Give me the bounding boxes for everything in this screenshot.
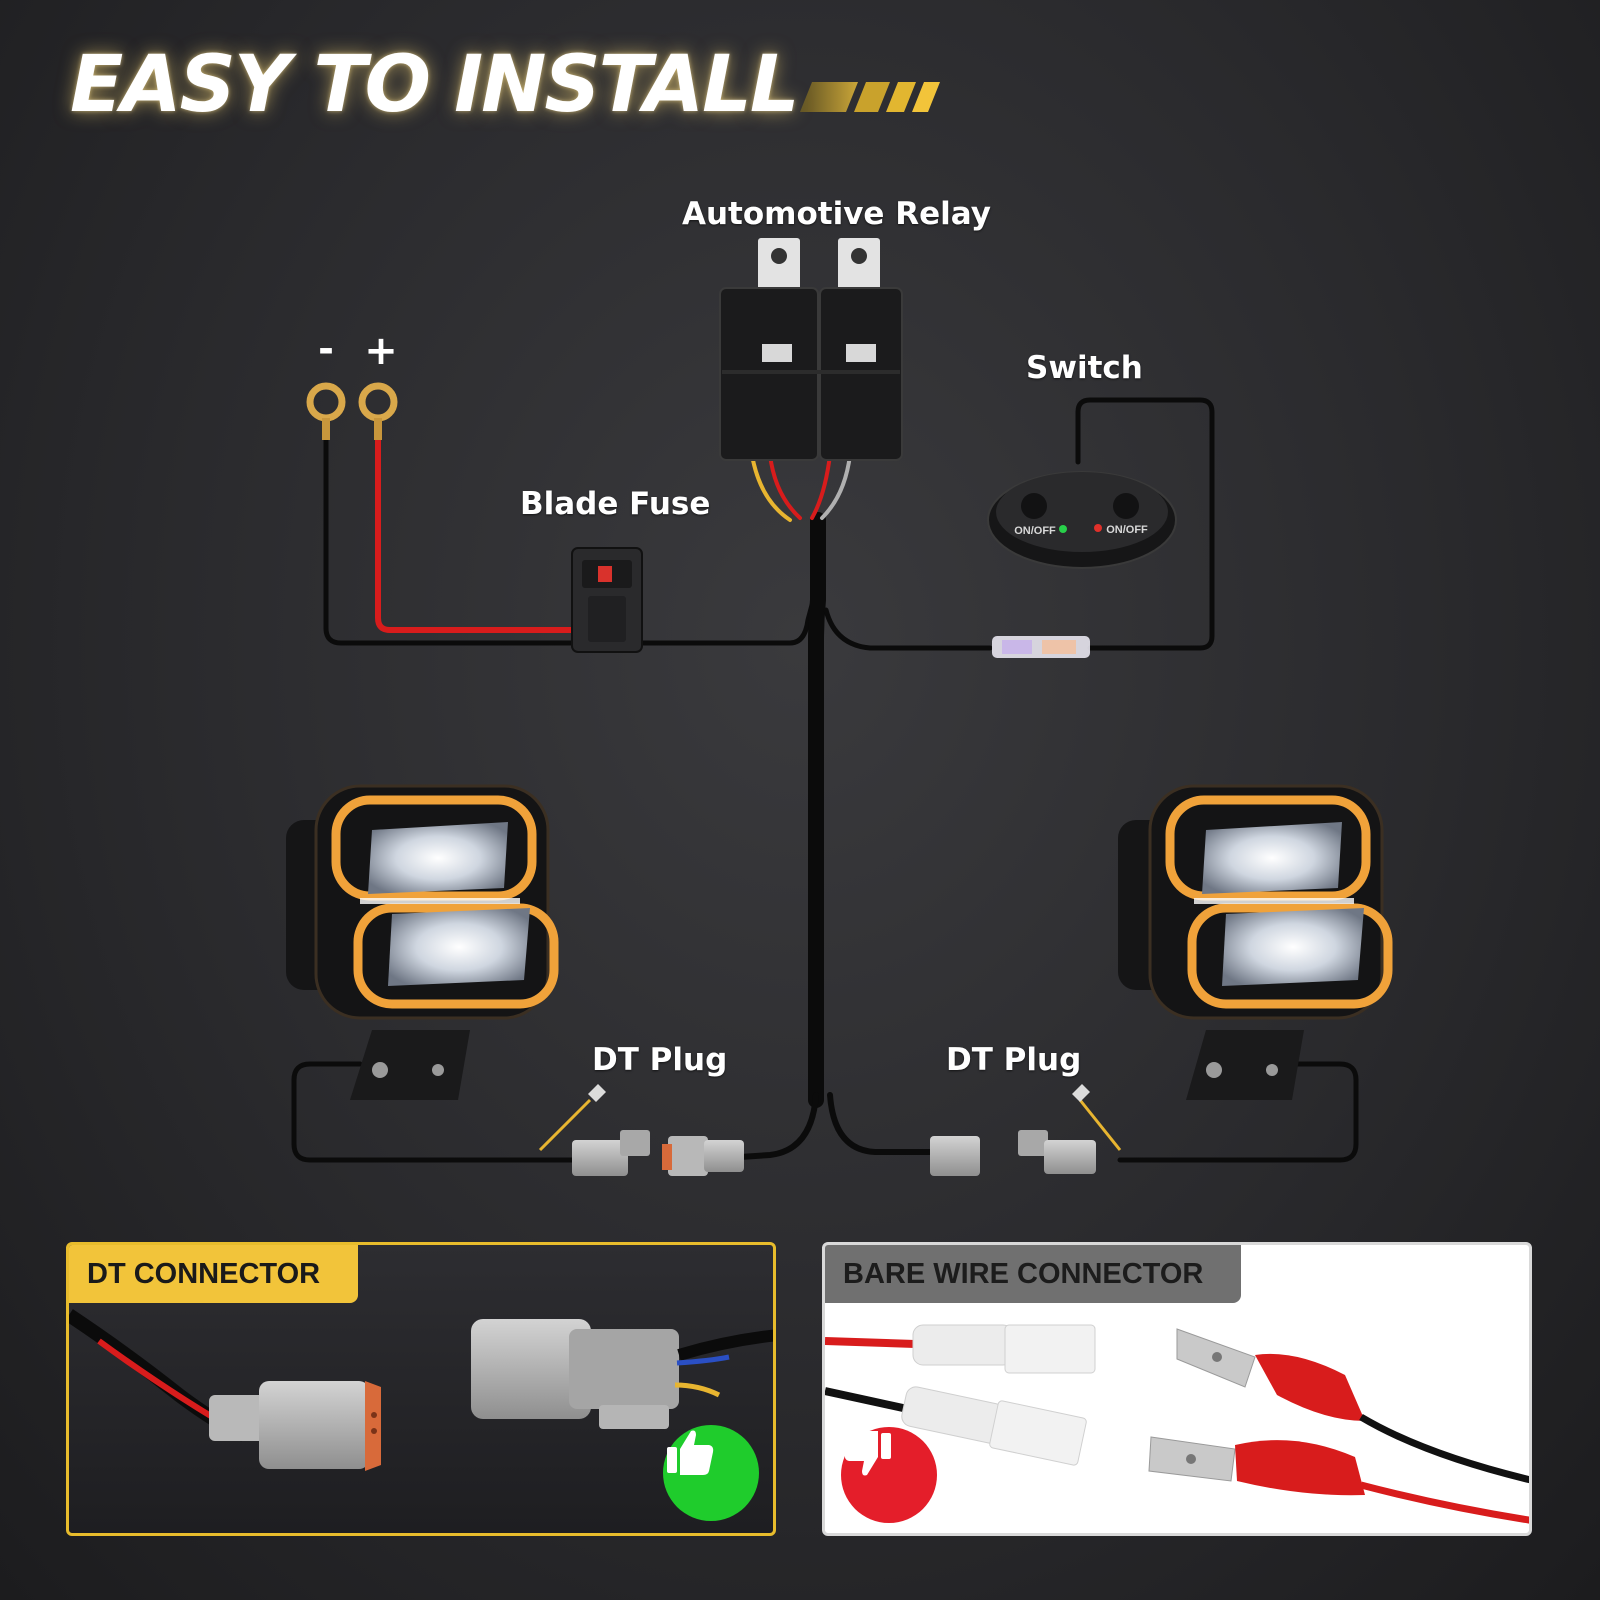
relay-label: Automotive Relay	[682, 196, 991, 232]
switch-label: Switch	[1026, 350, 1143, 386]
battery-terminals	[306, 382, 398, 440]
dt-plug-right-label: DT Plug	[946, 1042, 1082, 1078]
wire-harness	[291, 397, 1359, 1163]
thumbs-up-icon	[663, 1425, 759, 1521]
battery-negative-label: -	[318, 327, 334, 371]
blade-fuse-holder	[571, 547, 643, 653]
switch-button-left[interactable]	[1021, 493, 1047, 519]
dt-connector-image	[69, 1309, 773, 1471]
switch-pad	[987, 471, 1177, 569]
switch-onoff-left-label: ON/OFF	[1014, 525, 1056, 537]
switch-button-right[interactable]	[1113, 493, 1139, 519]
led-pod-light-right	[1118, 784, 1393, 1100]
thumbs-down-icon	[841, 1427, 937, 1523]
bare-wire-connector-image	[825, 1324, 1529, 1524]
bare-wire-connector-title: BARE WIRE CONNECTOR	[825, 1245, 1242, 1303]
switch-led-red	[1094, 524, 1102, 532]
dt-plug-left-label: DT Plug	[592, 1042, 728, 1078]
page-title: EASY TO INSTALL	[70, 40, 800, 130]
dt-plug-right	[930, 1084, 1122, 1176]
bare-wire-connector-panel: BARE WIRE CONNECTOR	[822, 1242, 1532, 1536]
automotive-relay	[719, 238, 903, 461]
dt-connector-title: DT CONNECTOR	[69, 1245, 359, 1303]
led-pod-light-left	[286, 784, 559, 1100]
battery-positive-label: +	[364, 328, 398, 374]
blade-fuse-label: Blade Fuse	[520, 486, 711, 522]
dt-connector-panel: DT CONNECTOR	[66, 1242, 776, 1536]
headline-stripes	[800, 82, 940, 112]
dt-plug-left	[538, 1084, 744, 1176]
switch-led-green	[1059, 525, 1067, 533]
switch-onoff-right-label: ON/OFF	[1106, 524, 1148, 536]
switch-inline-connector	[992, 636, 1090, 658]
